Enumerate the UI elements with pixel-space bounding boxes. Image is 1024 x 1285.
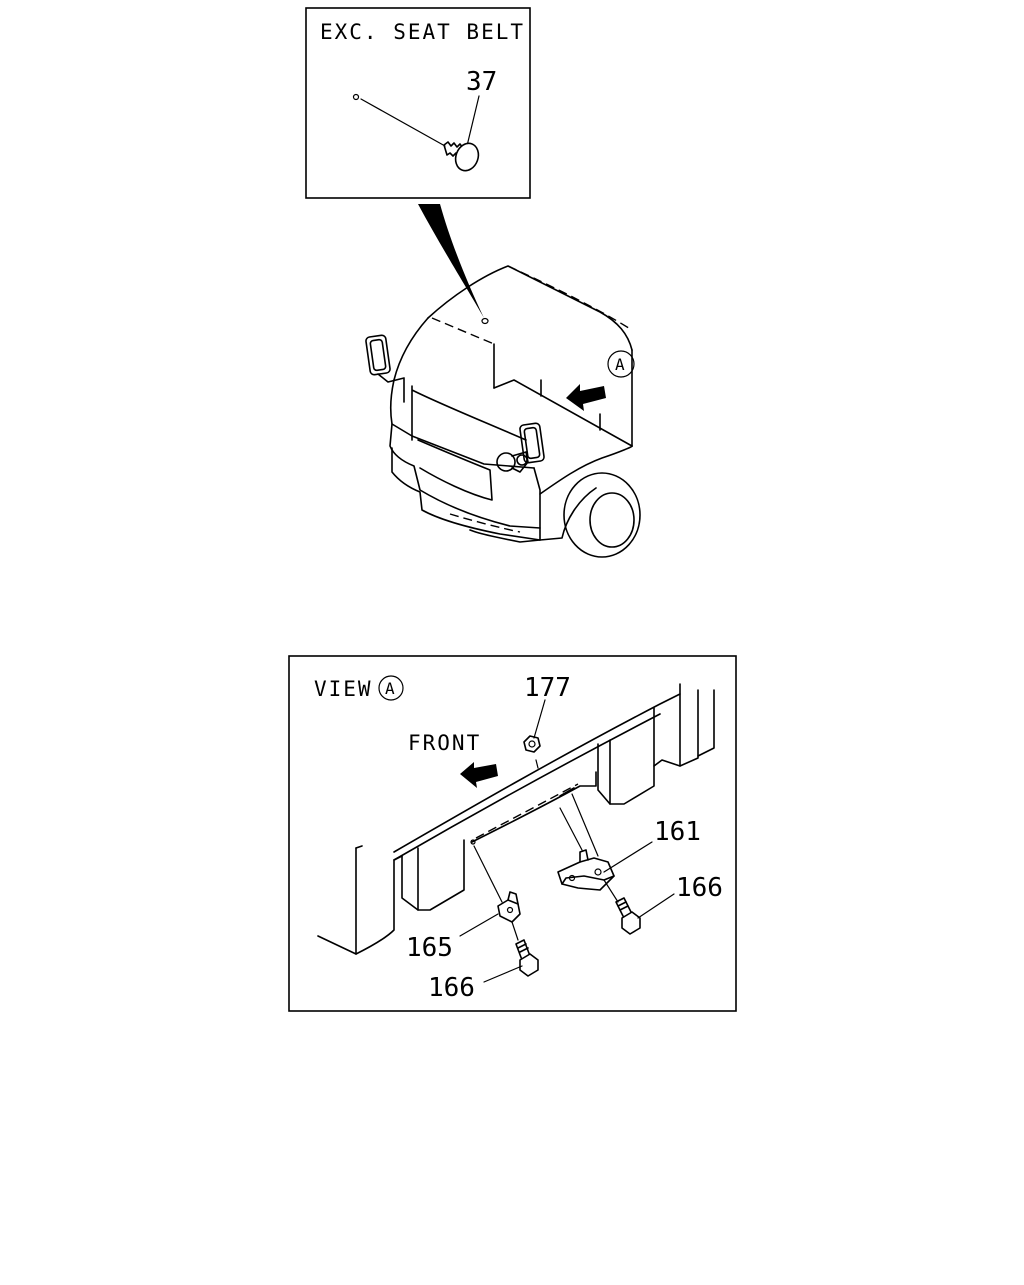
detail-frame: [288, 655, 737, 1012]
view-a-arrow-icon: [566, 384, 606, 411]
front-corner: [469, 467, 541, 543]
roof-hole-icon: [481, 317, 489, 325]
frame-rail-top: [393, 683, 681, 853]
frame-rail-left-side: [355, 855, 403, 955]
view-caption-marker: A: [385, 679, 395, 698]
left-mirror-icon: [365, 334, 405, 403]
bracket-165-icon: [497, 891, 521, 923]
frame-rail-right: [653, 689, 699, 767]
assembly-line: [360, 98, 446, 147]
truck-illustration: A: [365, 265, 641, 558]
bolt-166-left-icon: [515, 939, 539, 977]
callout-165: 165: [406, 933, 453, 963]
part-37-label: 37: [466, 67, 497, 97]
crossmember-left: [401, 839, 465, 911]
callout-166-left: 166: [428, 973, 475, 1003]
front-label: FRONT: [408, 731, 481, 755]
bumper-upper: [389, 423, 541, 529]
hole-mark: [352, 93, 360, 101]
fender-top: [539, 445, 633, 495]
bumper-lower: [391, 447, 541, 541]
leader-161: [603, 841, 653, 873]
cab-floor-edge: [493, 379, 633, 447]
front-arrow-icon: [460, 762, 498, 788]
bracket-161-icon: [557, 849, 615, 891]
callout-177: 177: [524, 673, 571, 703]
leader-166-right: [637, 893, 675, 919]
front-upper: [389, 379, 535, 469]
bolt-166-right-icon: [615, 897, 641, 935]
nut-177-icon: [523, 735, 541, 753]
leader-177: [533, 699, 546, 739]
callout-161: 161: [654, 817, 701, 847]
grille-upper: [411, 385, 527, 441]
leader-165: [459, 913, 499, 937]
view-caption-marker-icon: [378, 675, 404, 701]
view-caption: VIEW: [314, 677, 373, 701]
inset-caption: EXC. SEAT BELT: [320, 20, 525, 44]
grille-panel: [417, 439, 493, 501]
frame-rail-left: [317, 847, 357, 955]
wheel-outer-icon: [563, 472, 641, 558]
roof-panel-edge: [431, 317, 495, 345]
step-bracket: [471, 771, 597, 843]
leader-166-left: [483, 965, 523, 983]
right-mirror-icon: [496, 422, 545, 473]
view-a-marker-icon: [607, 350, 635, 378]
windshield-left: [393, 317, 429, 381]
part-37-leader: [465, 95, 480, 151]
frame-rail-under: [393, 713, 661, 861]
plug-37-icon: [443, 141, 480, 172]
view-a-detail: VIEW A FRONT 177: [288, 655, 737, 1012]
view-a-marker: A: [615, 355, 625, 374]
cab-roof-line: [427, 265, 633, 351]
inset-frame: [305, 7, 531, 199]
crossmember-right: [597, 707, 655, 805]
pointer-wedge: [418, 204, 484, 318]
roof-hidden-edge: [507, 265, 633, 331]
wheel-hub-icon: [589, 492, 635, 548]
fender-edge: [539, 487, 597, 541]
callout-166-right: 166: [676, 873, 723, 903]
seat-belt-inset: EXC. SEAT BELT 37: [305, 7, 531, 199]
